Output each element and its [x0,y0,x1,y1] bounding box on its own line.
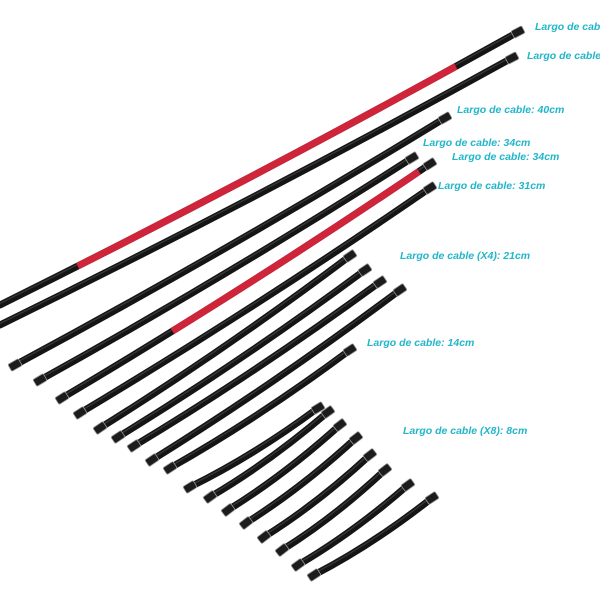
cable-length-label-1: Largo de cable [535,21,600,33]
red-sleeve-1 [76,63,458,270]
connector-12-start [182,480,198,494]
connector-13-end [320,405,336,419]
cable-shine-7 [99,253,351,427]
cable-length-label-34cm-b: Largo de cable: 34cm [452,151,560,163]
connector-5-end [422,157,438,171]
cable-4 [36,154,416,384]
connector-10-end [392,283,408,297]
red-sleeve-5 [170,168,421,335]
connector-15-start [239,516,253,530]
cable-shine-13 [209,409,329,496]
cable-shine-4 [39,155,413,379]
connector-3-end [437,111,453,125]
connector-9-start [126,439,142,453]
cable-shine-11 [169,347,351,467]
cable-length-label-14cm: Largo de cable: 14cm [367,337,475,349]
connector-11-end [342,343,358,357]
cable-11 [166,346,354,472]
cable-group [0,25,526,582]
cable-shine-8 [117,267,366,436]
cable-shine-19 [313,495,433,574]
connector-13-start [202,490,218,504]
connector-8-start [110,430,126,444]
connector-4-end [404,151,420,165]
connector-16-start [257,530,271,544]
connector-8-end [357,263,373,277]
cable-shine-18 [297,482,409,564]
cable-10 [148,286,404,464]
cable-16 [260,451,374,541]
connector-1-end [510,25,526,39]
connector-16-end [363,448,377,462]
cable-3 [11,114,449,369]
connector-14-end [333,418,347,432]
cable-length-label-2: Largo de cable [527,50,600,62]
connector-17-end [378,463,392,477]
cable-shine-17 [281,467,386,549]
connector-7-end [342,249,358,263]
connector-18-start [290,558,306,572]
connector-12-end [310,401,326,415]
cable-shine-2 [0,55,513,324]
cable-shine-6 [79,185,431,412]
cable-14 [224,421,344,514]
connector-19-end [424,491,440,505]
connector-14-start [221,503,235,517]
cable-7 [96,252,354,432]
connector-11-start [162,461,178,475]
cable-length-label-8cm: Largo de cable (X8): 8cm [403,425,528,437]
connector-4-start [32,373,48,387]
connector-9-end [372,275,388,289]
cable-17 [278,466,389,554]
connector-10-start [144,453,160,467]
cable-15 [242,434,360,527]
cable-length-label-21cm: Largo de cable (X4): 21cm [400,250,531,262]
cable-length-label-34cm-a: Largo de cable: 34cm [423,137,531,149]
cable-shine-10 [151,287,401,459]
connector-19-start [306,568,322,582]
cable-length-label-31cm: Largo de cable: 31cm [438,180,546,192]
cable-6 [76,184,434,417]
connector-6-end [422,181,438,195]
cable-shine-16 [263,452,371,536]
connector-15-end [349,431,363,445]
connector-7-start [92,421,108,435]
cable-2 [0,54,516,329]
cable-19 [310,494,436,579]
cable-12 [186,404,322,491]
cable-13 [206,408,332,501]
cable-shine-14 [227,422,341,509]
cable-18 [294,481,412,569]
cable-shine-3 [14,115,446,364]
connector-17-start [275,543,289,557]
connector-6-start [72,406,88,420]
cable-shine-15 [245,435,357,522]
cable-length-label-40cm: Largo de cable: 40cm [457,104,565,116]
cable-9 [130,278,384,450]
cable-shine-9 [133,279,381,445]
cable-8 [114,266,369,441]
connector-5-start [54,391,70,405]
cable-shine-12 [189,405,319,486]
connector-2-end [504,51,520,65]
connector-3-start [7,358,23,372]
connector-18-end [400,478,416,492]
